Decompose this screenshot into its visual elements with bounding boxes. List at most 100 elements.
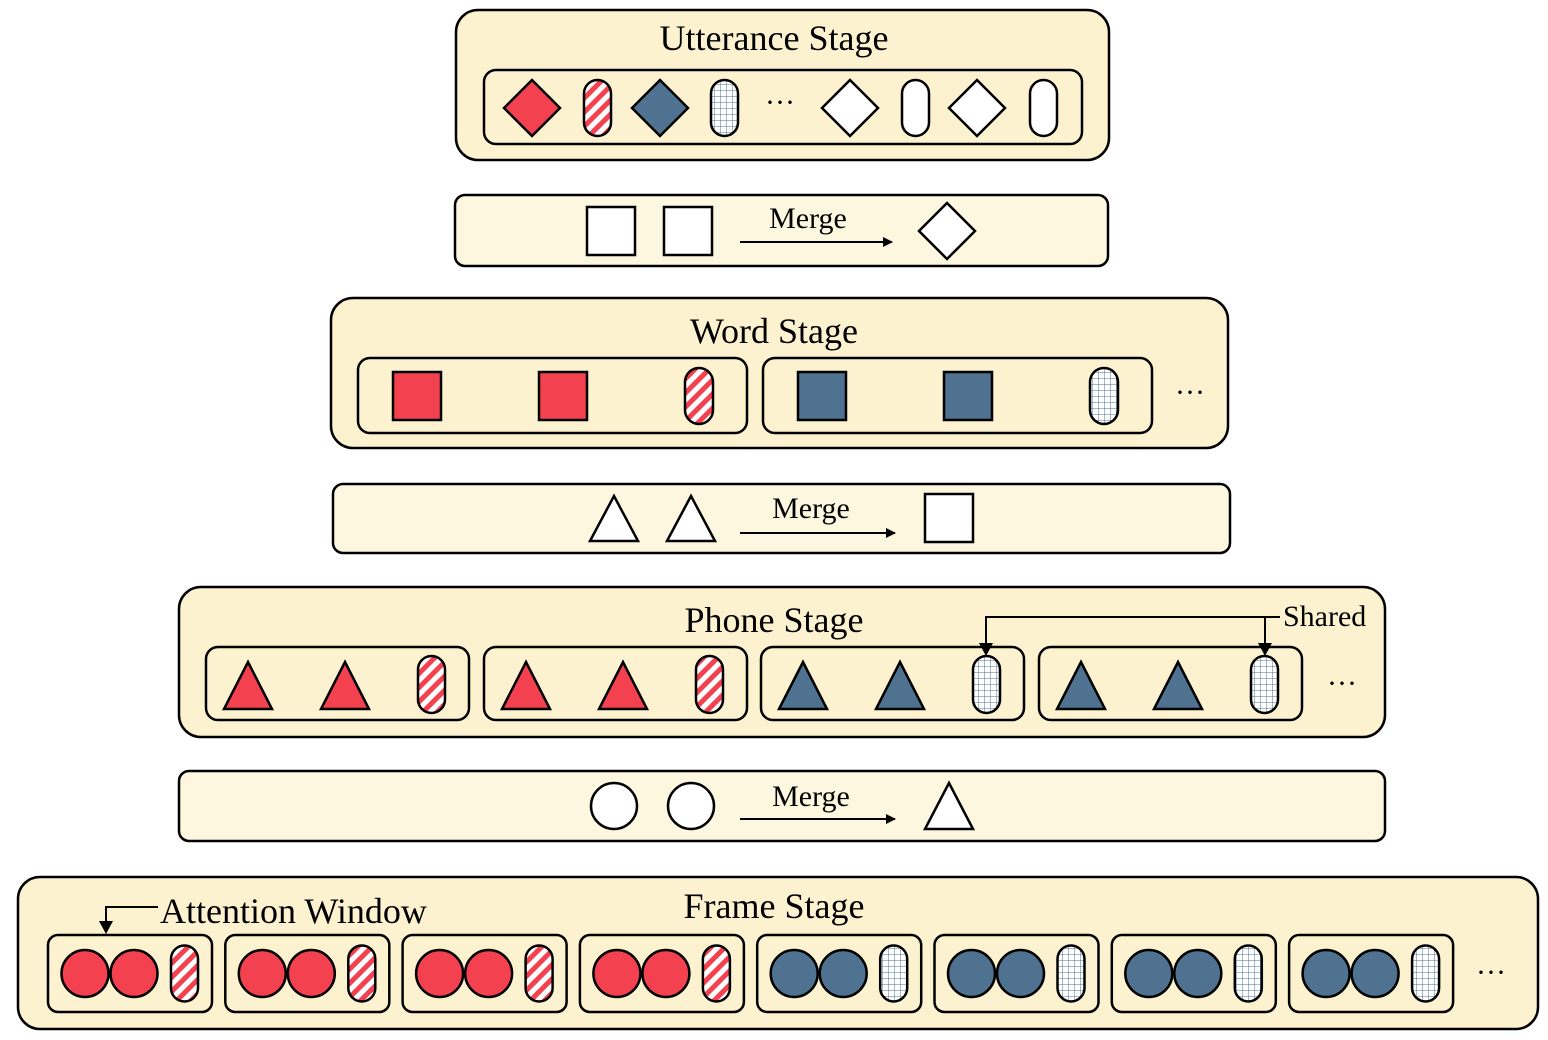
- frame-circle-red: [286, 948, 337, 999]
- shared-arrowhead-2: [1258, 643, 1272, 656]
- shared-arrowhead-1: [979, 643, 993, 656]
- word-stage: Word Stage ···: [329, 296, 1230, 450]
- utterance-diamond-white-1: [820, 78, 880, 138]
- merge-square-2: [662, 205, 714, 257]
- word-square-blue-1: [796, 370, 848, 422]
- phone-triangle-red-1: [221, 659, 275, 711]
- frame-circle-red: [414, 948, 465, 999]
- attention-window-pointer: [99, 906, 158, 934]
- frame-stage-title: Frame Stage: [684, 886, 865, 926]
- frame-pill-blue: [878, 944, 909, 1003]
- frame-circle-blue: [1301, 948, 1351, 999]
- utterance-diamond-red: [502, 78, 562, 138]
- phone-stage-title: Phone Stage: [685, 600, 864, 640]
- frame-pill-red: [169, 944, 200, 1003]
- utterance-diamond-blue: [630, 78, 690, 138]
- frame-circle-red: [109, 948, 159, 999]
- frame-group: [401, 933, 568, 1014]
- merge-panel-3: [177, 769, 1387, 843]
- word-pill-blue: [1088, 366, 1120, 426]
- frame-group: [933, 933, 1100, 1014]
- shared-label: Shared: [1283, 600, 1366, 633]
- frame-group: [46, 933, 214, 1014]
- phone-triangle-blue-3: [1054, 659, 1108, 711]
- phone-group-4: [1037, 645, 1304, 722]
- utterance-stage: Utterance Stage ···: [454, 8, 1111, 162]
- phone-triangle-blue-1: [776, 659, 830, 711]
- phone-pill-red-1: [416, 654, 447, 715]
- merge-diamond-result: [917, 201, 977, 261]
- frame-circle-red: [463, 948, 514, 999]
- word-group-1: [356, 356, 749, 435]
- phone-stage: Phone Stage ··· Shared: [177, 585, 1387, 739]
- frame-circle-red: [60, 948, 110, 999]
- word-group-2: [761, 356, 1154, 435]
- frame-group: [755, 933, 923, 1014]
- phone-pill-blue-2: [1249, 654, 1280, 715]
- merge-triangle-1: [587, 493, 641, 543]
- merge-panel-2: [331, 482, 1232, 555]
- word-square-blue-2: [942, 370, 994, 422]
- phone-group-1: [204, 645, 471, 722]
- frame-pill-red: [524, 944, 554, 1003]
- word-square-red-1: [391, 370, 443, 422]
- utterance-pill-blue: [709, 78, 740, 138]
- word-ellipsis: ···: [1175, 376, 1205, 409]
- frame-group: [224, 933, 391, 1014]
- merge-phone-to-word: Merge: [331, 482, 1232, 555]
- merge-circle-2: [666, 781, 716, 831]
- frame-pill-blue: [1410, 944, 1441, 1003]
- merge-square-1: [585, 205, 637, 257]
- merge-triangle-2: [664, 493, 718, 543]
- phone-triangle-blue-4: [1151, 659, 1205, 711]
- phone-pill-red-2: [694, 654, 725, 715]
- phone-triangle-red-4: [596, 659, 650, 711]
- merge-frame-to-phone: Merge: [177, 769, 1387, 843]
- utterance-diamond-white-2: [947, 78, 1007, 138]
- phone-triangle-red-3: [499, 659, 553, 711]
- word-stage-title: Word Stage: [690, 311, 858, 351]
- utterance-pill-white-1: [900, 78, 931, 138]
- frame-circle-blue: [1173, 948, 1223, 999]
- merge-circle-1: [589, 781, 639, 831]
- phone-triangle-blue-2: [873, 659, 927, 711]
- utterance-ellipsis: ···: [765, 86, 795, 119]
- merge-label-2: Merge: [772, 492, 850, 525]
- attention-window-label: Attention Window: [160, 891, 427, 931]
- merge-square-result: [923, 492, 975, 544]
- frame-circle-blue: [946, 948, 997, 999]
- frame-ellipsis: ···: [1476, 956, 1506, 989]
- frame-circle-blue: [1350, 948, 1400, 999]
- frame-circle-red: [237, 948, 288, 999]
- word-pill-red: [683, 366, 715, 426]
- utterance-stage-title: Utterance Stage: [660, 18, 889, 58]
- merge-label-1: Merge: [769, 202, 847, 235]
- merge-word-to-utterance: Merge: [453, 193, 1110, 268]
- frame-circle-red: [641, 948, 691, 999]
- phone-pill-blue-1: [971, 654, 1002, 715]
- shared-connector: [979, 616, 1280, 656]
- frame-pill-red: [347, 944, 377, 1003]
- frame-circle-blue: [995, 948, 1046, 999]
- frame-group: [1110, 933, 1278, 1014]
- phone-triangle-red-2: [318, 659, 372, 711]
- utterance-pill-white-2: [1028, 78, 1059, 138]
- frame-pill-red: [701, 944, 732, 1003]
- utterance-pill-red: [582, 78, 613, 138]
- frame-pill-blue: [1233, 944, 1264, 1003]
- merge-triangle-result: [922, 780, 976, 831]
- frame-circle-blue: [769, 948, 819, 999]
- phone-group-2: [482, 645, 749, 722]
- phone-group-3: [759, 645, 1026, 722]
- frame-pill-blue: [1056, 944, 1086, 1003]
- frame-stage: Frame Stage Attention Window ···: [16, 875, 1540, 1031]
- frame-groups: [46, 933, 1455, 1014]
- utterance-sequence-box: [482, 68, 1084, 146]
- word-square-red-2: [537, 370, 589, 422]
- merge-label-3: Merge: [772, 780, 850, 813]
- frame-group: [578, 933, 746, 1014]
- frame-group: [1287, 933, 1455, 1014]
- frame-circle-blue: [1124, 948, 1174, 999]
- utterance-stage-panel: [454, 8, 1111, 162]
